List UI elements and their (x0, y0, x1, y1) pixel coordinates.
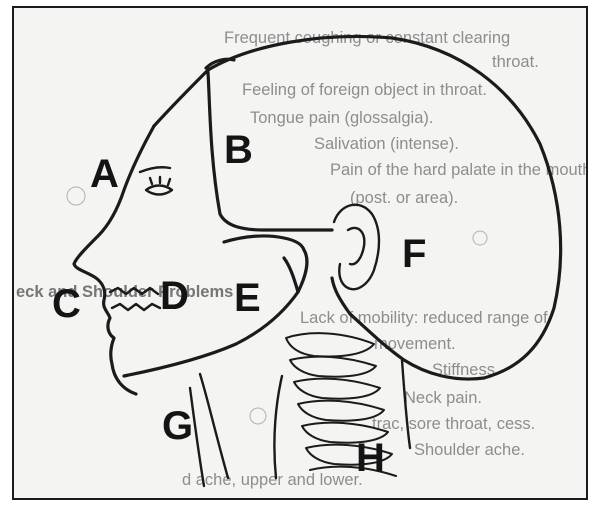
region-label-d: D (160, 276, 189, 316)
region-label-h: H (356, 438, 385, 478)
neck-back-outer (274, 376, 282, 478)
mandible-ramus (284, 258, 298, 292)
upper-teeth (110, 288, 158, 294)
lower-teeth (112, 304, 160, 310)
region-label-f: F (402, 234, 426, 274)
region-label-a: A (90, 154, 119, 194)
figure-frame: Frequent coughing or constant clearing t… (12, 6, 588, 500)
region-label-g: G (162, 406, 193, 446)
region-label-e: E (234, 278, 261, 318)
region-label-c: C (52, 284, 81, 324)
skull-outline (154, 36, 561, 379)
eye (146, 186, 172, 195)
ear-inner (348, 228, 364, 264)
throat-line (200, 374, 228, 478)
cheek-contour (224, 236, 304, 250)
region-label-b: B (224, 130, 253, 170)
smudge-marks (67, 187, 487, 424)
ear-outline (334, 205, 379, 289)
head-neck-drawing (14, 8, 586, 498)
eyelashes (150, 177, 170, 185)
neck-back (402, 360, 410, 448)
eyebrow (140, 167, 170, 172)
jaw-line (124, 250, 307, 376)
